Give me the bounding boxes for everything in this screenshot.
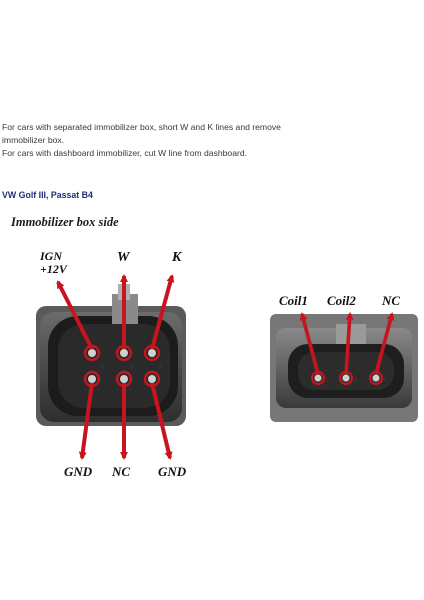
arrow-coil1: [299, 312, 320, 375]
pin-coil1: [314, 374, 322, 382]
label-w: W: [117, 250, 131, 265]
left-pin-rings: [83, 344, 161, 388]
right-pin-rings: [310, 370, 384, 386]
pin-number-6: 6: [158, 363, 163, 371]
pin-number-4: 4: [100, 363, 105, 371]
pin-nc-right: [372, 374, 380, 382]
pin-nc-left: [120, 375, 128, 383]
intro-text: For cars with separated immobilizer box,…: [2, 121, 302, 160]
label-coil1: Coil1: [279, 293, 308, 308]
arrow-coil2: [344, 312, 354, 375]
pin-gnd-right: [148, 375, 156, 383]
label-nc-right: NC: [381, 293, 400, 308]
label-ign: IGN: [39, 249, 63, 263]
label-12v: +12V: [40, 262, 68, 276]
pin-w: [120, 349, 128, 357]
connector-photo: 4 5 6 IGN +12V W K GND NC GND 1 2 3: [36, 249, 418, 479]
photo-title-immobilizer-side: Immobilizer box side: [11, 215, 119, 229]
arrow-k: [150, 274, 175, 350]
pin-number-2: 2: [353, 376, 357, 384]
label-gnd-left: GND: [64, 464, 93, 479]
label-gnd-right: GND: [158, 464, 187, 479]
label-nc-left: NC: [111, 464, 130, 479]
pin-gnd-left: [88, 375, 96, 383]
intro-line-separated-box: For cars with separated immobilizer box,…: [2, 122, 281, 145]
arrow-ign: [56, 280, 94, 350]
label-k: K: [171, 250, 183, 265]
right-connector: 1 2 3: [270, 314, 418, 422]
pin-number-1: 1: [324, 376, 328, 384]
left-connector: 4 5 6: [36, 284, 186, 426]
pin-k: [148, 349, 156, 357]
arrow-gnd-left: [78, 382, 94, 460]
pin-ign: [88, 349, 96, 357]
arrow-nc-right: [374, 312, 395, 375]
right-arrows: [299, 312, 395, 375]
pin-number-5: 5: [130, 363, 134, 371]
pin-coil2: [342, 374, 350, 382]
model-title: VW Golf III, Passat B4: [2, 190, 93, 200]
arrow-gnd-right: [150, 382, 173, 460]
label-coil2: Coil2: [327, 293, 356, 308]
intro-line-dashboard: For cars with dashboard immobilizer, cut…: [2, 148, 248, 158]
left-arrows: [56, 274, 175, 460]
pin-number-3: 3: [382, 376, 386, 384]
